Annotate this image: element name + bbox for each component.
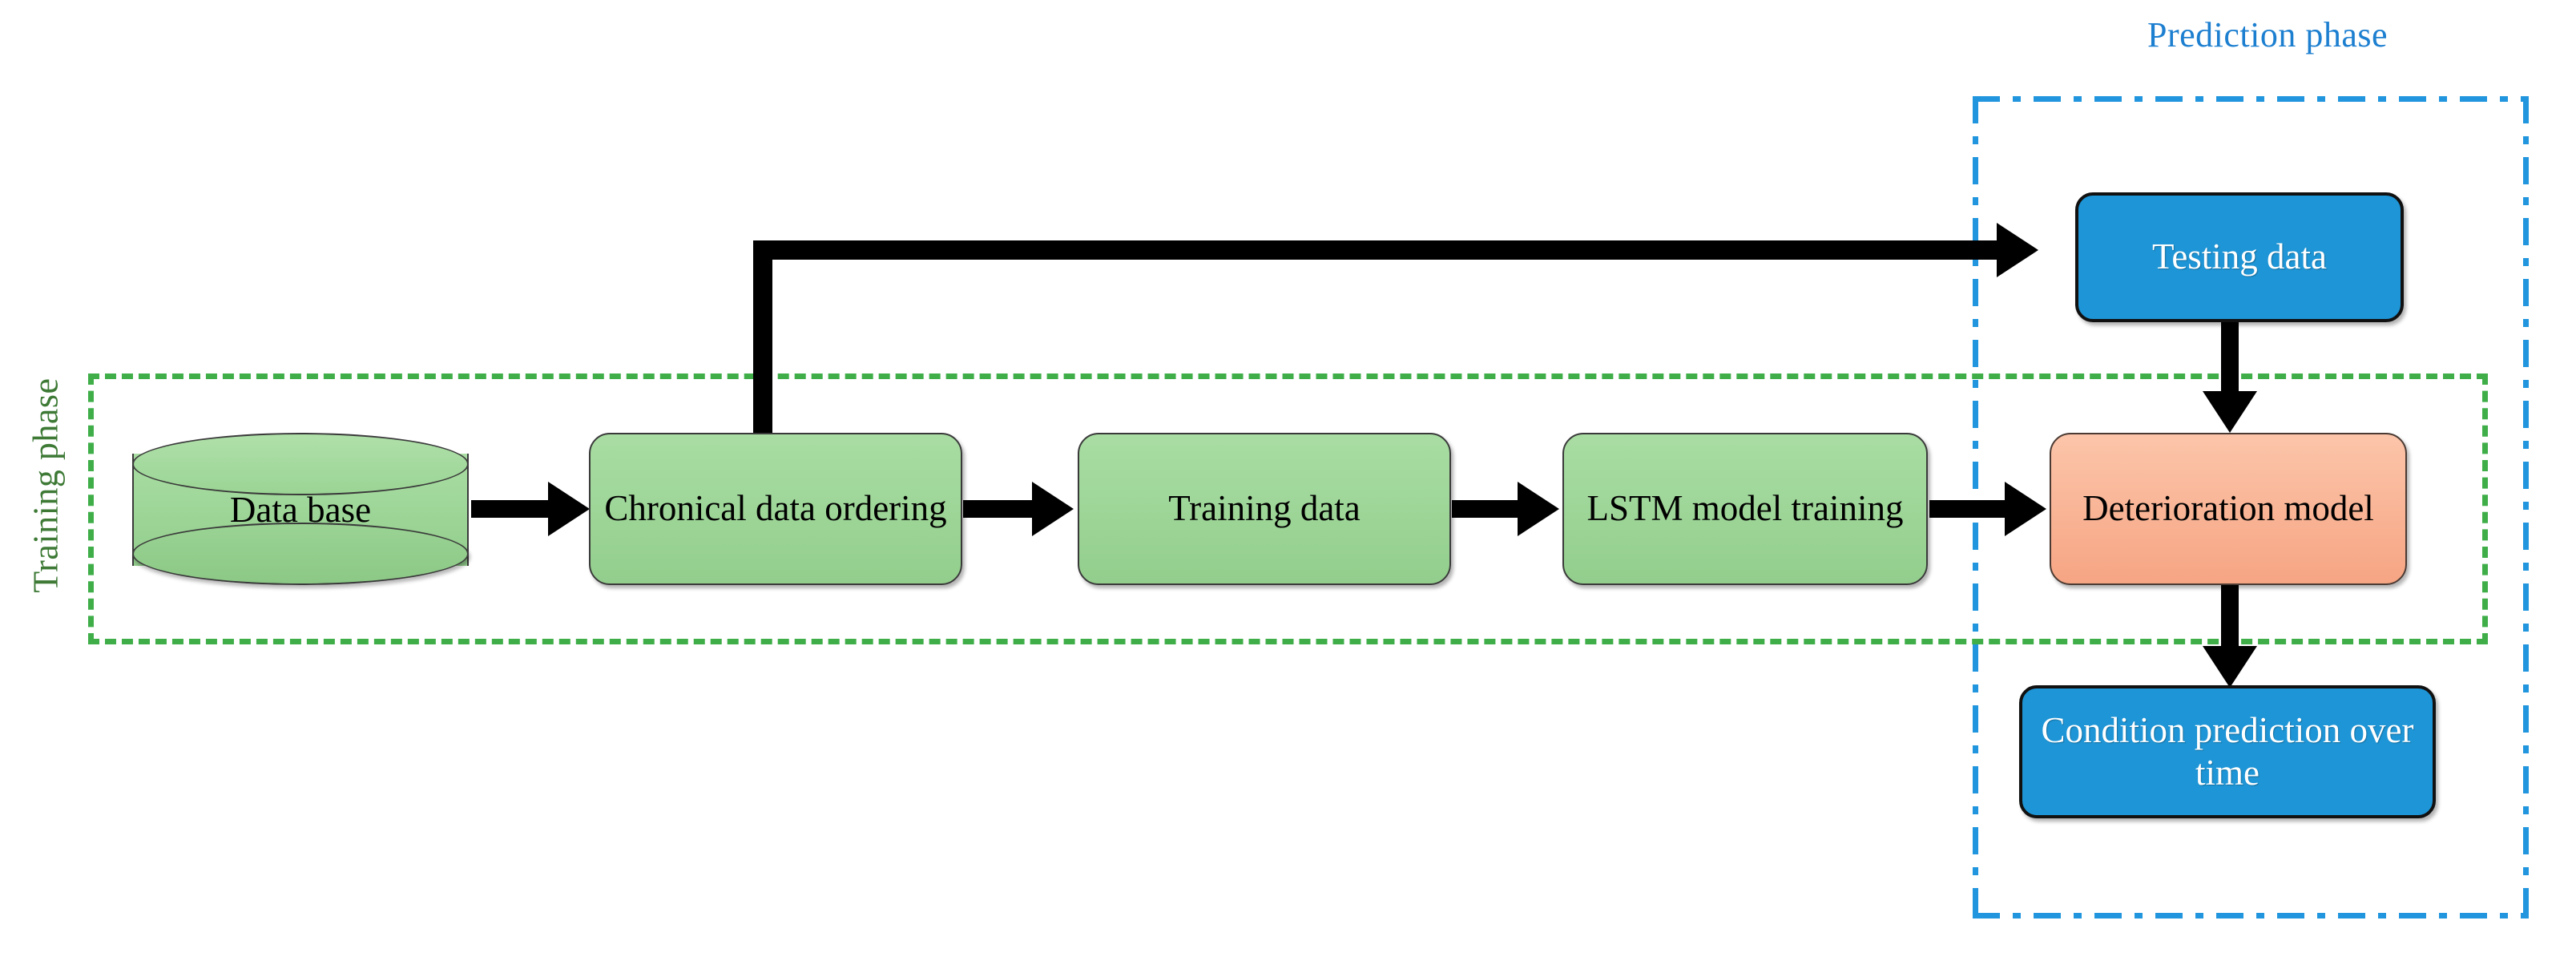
node-training-data[interactable]: Training data [1078, 433, 1451, 585]
edge-segment-horizontal [963, 500, 1037, 518]
edge-segment-horizontal [471, 500, 554, 518]
edge-segment-horizontal [1452, 500, 1522, 518]
node-lstm-model-training[interactable]: LSTM model training [1562, 433, 1928, 585]
cylinder-top-icon [132, 433, 469, 495]
node-database-label: Data base [229, 490, 372, 530]
node-chronical-data-ordering[interactable]: Chronical data ordering [589, 433, 962, 585]
node-condition-prediction-over-time[interactable]: Condition prediction over time [2019, 685, 2436, 818]
arrowhead-right-icon [2005, 482, 2046, 536]
node-database[interactable]: Data base [132, 433, 469, 585]
arrowhead-down-icon [2203, 391, 2257, 433]
arrowhead-right-icon [1997, 223, 2038, 277]
prediction-phase-label: Prediction phase [2147, 15, 2389, 55]
cylinder-bottom-icon [132, 523, 469, 585]
edge-segment-vertical [753, 240, 772, 436]
arrowhead-right-icon [1032, 482, 1074, 536]
edge-segment-horizontal [753, 240, 2003, 260]
arrowhead-down-icon [2203, 646, 2257, 688]
edge-segment-horizontal [1929, 500, 2010, 518]
node-deterioration-model[interactable]: Deterioration model [2050, 433, 2407, 585]
arrowhead-right-icon [548, 482, 590, 536]
edge-segment-vertical [2221, 321, 2239, 401]
edge-segment-vertical [2221, 585, 2239, 656]
training-phase-label: Training phase [26, 377, 66, 593]
arrowhead-right-icon [1518, 482, 1559, 536]
node-testing-data[interactable]: Testing data [2075, 192, 2404, 322]
